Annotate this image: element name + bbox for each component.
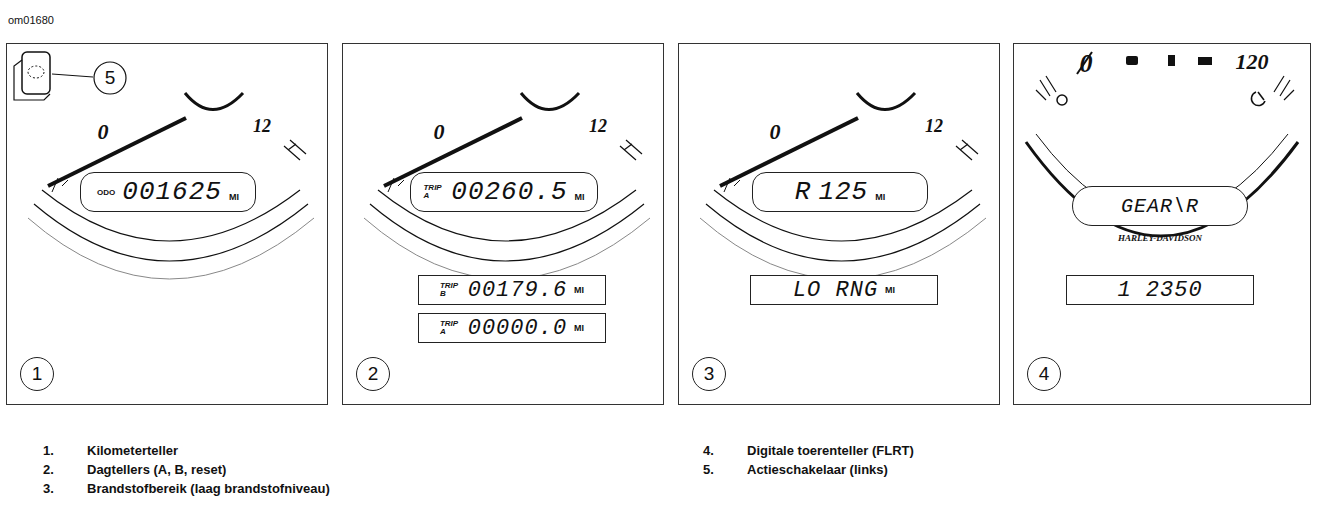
scale-number: 0 [98, 119, 109, 145]
figure-panel: 2TRIP A00260.5MITRIP B00179.6MITRIP A000… [342, 43, 664, 405]
figure-panel: 1 ODO 001625MI [6, 43, 328, 405]
legend-number: 2. [43, 462, 54, 477]
figure-id: om01680 [8, 14, 54, 26]
display-tag: ODO [97, 188, 115, 197]
scale-number: 12 [925, 116, 943, 137]
callout-number: 1 [20, 357, 54, 391]
lcd-display: R125MI [752, 172, 928, 212]
scale-number: 0 [770, 119, 781, 145]
display-tag: TRIP B [440, 282, 461, 299]
figure-panel: 4 GEAR\R 1 2350 [1013, 43, 1311, 405]
legend-number: 4. [703, 443, 714, 458]
gauge-drawing [14, 52, 1298, 279]
display-readout: 00000.0 [468, 316, 567, 341]
speedo-face [14, 52, 314, 279]
scale-number: 12 [589, 116, 607, 137]
display-tag: MI [575, 192, 585, 202]
scale-number: 120 [1236, 49, 1269, 75]
part-name: Digitale toerenteller (FLRT) [747, 443, 914, 458]
lcd-display: ODO 001625MI [80, 172, 256, 212]
display-readout: 00260.5 [451, 177, 567, 207]
legend-number: 1. [43, 443, 54, 458]
display-tag: MI [229, 192, 239, 202]
display-tag: MI [574, 285, 584, 295]
lcd-display: TRIP A 00000.0 MI [418, 313, 606, 343]
display-readout: 1 2350 [1117, 278, 1202, 303]
display-tag: MI [574, 323, 584, 333]
figure-panel: 3 R125MI LO RNG MI [678, 43, 1000, 405]
lcd-display: TRIP A 00260.5MI [410, 172, 597, 212]
display-tag: MI [875, 192, 885, 202]
display-readout: 00179.6 [468, 278, 567, 303]
callout-number: 2 [356, 357, 390, 391]
callout-number: 5 [105, 67, 116, 89]
scale-number: 0 [434, 119, 445, 145]
display-readout: GEAR\R [1121, 195, 1199, 218]
part-name: Kilometerteller [87, 443, 178, 458]
legend-number: 5. [703, 462, 714, 477]
lcd-display: TRIP B 00179.6 MI [418, 275, 606, 305]
display-tag: MI [885, 285, 895, 295]
scale-number: 12 [253, 116, 271, 137]
display-readout: LO RNG [793, 278, 878, 303]
display-tag: TRIP A [423, 184, 444, 201]
tacho-face [1026, 52, 1298, 236]
lcd-display: GEAR\R [1072, 186, 1248, 226]
display-tag: TRIP A [440, 320, 461, 337]
display-readout: 001625 [122, 177, 222, 207]
speedo-face [364, 93, 650, 279]
legend-number: 3. [43, 481, 54, 496]
part-name: Brandstofbereik (laag brandstofniveau) [87, 481, 330, 496]
scale-number: 0 [1080, 49, 1093, 79]
lcd-display: LO RNG MI [750, 275, 938, 305]
callout-number: 4 [1027, 357, 1061, 391]
tell-tale-icons [1126, 55, 1212, 66]
speedo-face [700, 93, 986, 279]
display-readout: 125 [818, 177, 868, 207]
callout-number: 3 [692, 357, 726, 391]
lcd-display: 1 2350 [1066, 275, 1254, 305]
part-name: Actieschakelaar (links) [747, 462, 888, 477]
brand-name: HARLEY-DAVIDSON [1118, 233, 1202, 243]
part-name: Dagtellers (A, B, reset) [87, 462, 226, 477]
display-readout: R [795, 177, 812, 207]
